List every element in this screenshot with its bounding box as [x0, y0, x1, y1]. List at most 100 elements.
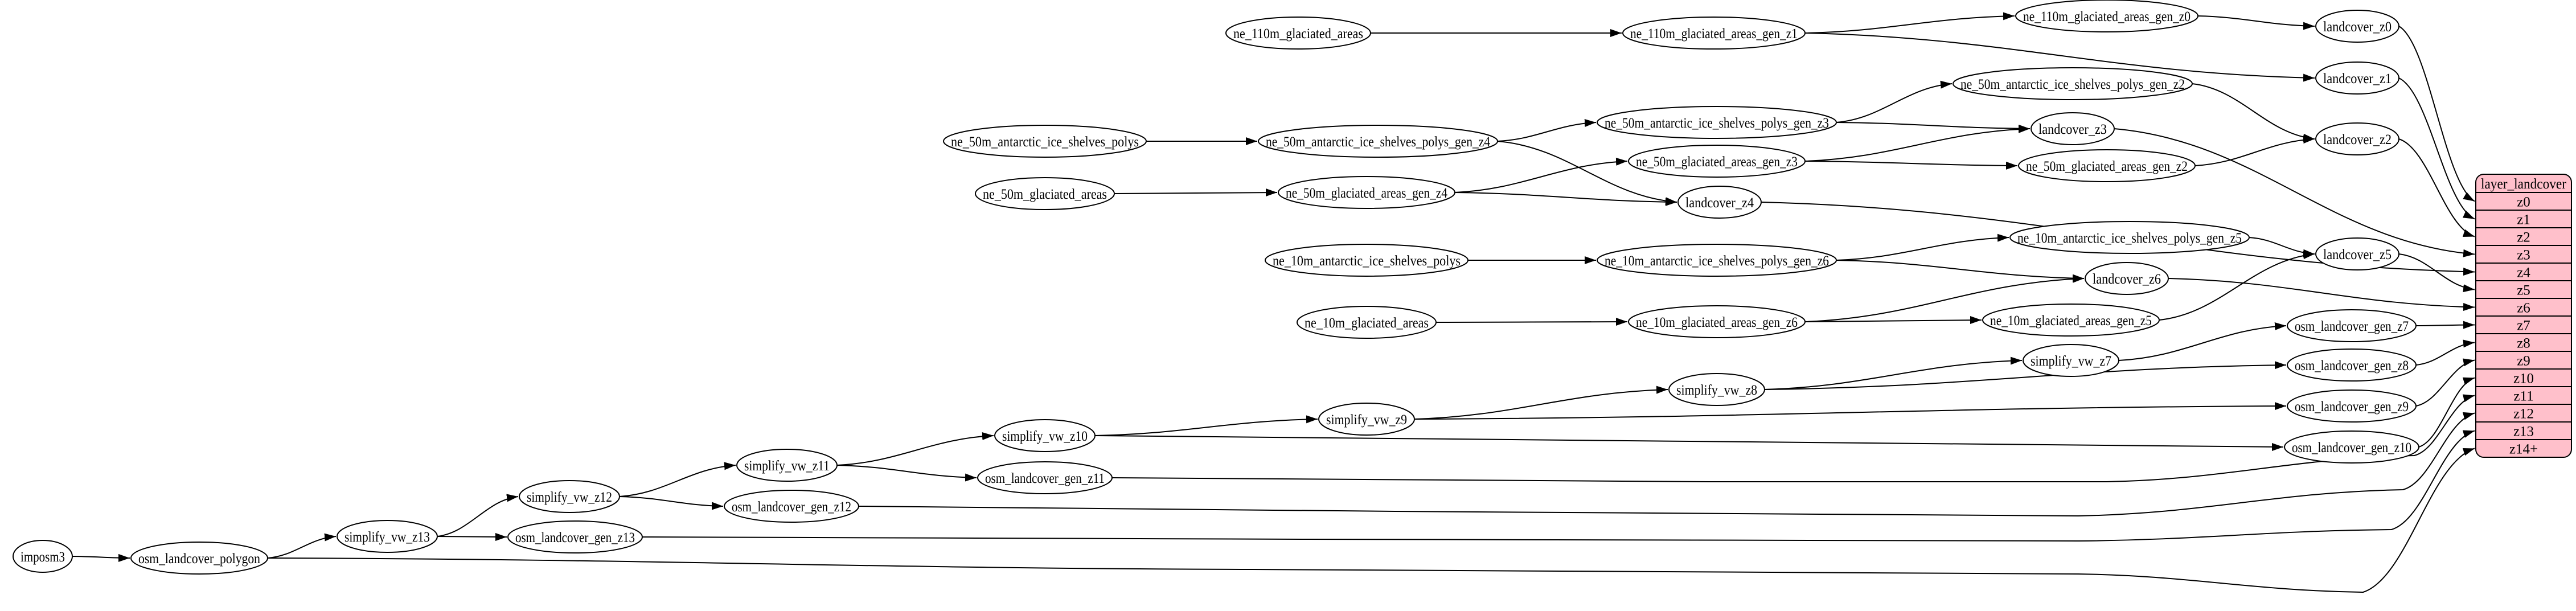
node-ellipse	[975, 177, 1115, 210]
edge-path	[1497, 141, 1677, 206]
node-osm_landcover_gen_z11: osm_landcover_gen_z11	[977, 461, 1113, 494]
node-ne_50m_antarctic_ice_shelves_polys: ne_50m_antarctic_ice_shelves_polys	[943, 125, 1147, 158]
node-landcover_z1: landcover_z1	[2315, 61, 2399, 95]
edge-ne_10m_glaciated_areas_gen_z5-to-landcover_z5	[2159, 251, 2315, 321]
edge-ne_50m_antarctic_ice_shelves_polys_gen_z3-to-ne_50m_antarctic_ice_shelves_polys_gen_z2	[1836, 80, 1952, 123]
edge-landcover_z2-to-table:z2	[2398, 138, 2475, 237]
table-row-z9: z9	[2517, 354, 2530, 369]
node-ellipse	[1278, 176, 1455, 209]
node-label: ne_110m_glaciated_areas	[1233, 26, 1363, 42]
edge-osm_landcover_gen_z12-to-table:z12	[858, 412, 2475, 517]
node-ellipse	[507, 520, 643, 553]
node-label: ne_10m_antarctic_ice_shelves_polys_gen_z…	[1605, 253, 1829, 269]
table-row-z1: z1	[2517, 212, 2530, 228]
edge-ne_10m_glaciated_areas_gen_z6-to-ne_10m_glaciated_areas_gen_z5	[1804, 316, 1982, 325]
node-osm_landcover_polygon: osm_landcover_polygon	[130, 542, 268, 575]
node-label: osm_landcover_polygon	[138, 551, 260, 567]
node-simplify_vw_z9: simplify_vw_z9	[1318, 403, 1415, 436]
node-ne_50m_antarctic_ice_shelves_polys_gen_z4: ne_50m_antarctic_ice_shelves_polys_gen_z…	[1258, 125, 1498, 158]
edge-path	[619, 462, 736, 497]
edge-simplify_vw_z10-to-osm_landcover_gen_z10	[1094, 435, 2284, 451]
node-landcover_z0: landcover_z0	[2315, 10, 2399, 43]
node-simplify_vw_z10: simplify_vw_z10	[994, 419, 1096, 452]
node-label: osm_landcover_gen_z10	[2292, 440, 2411, 456]
table-row-z7: z7	[2517, 318, 2530, 334]
node-ellipse	[736, 449, 838, 482]
edge-path	[437, 532, 507, 541]
table-row-z0: z0	[2517, 195, 2530, 210]
edge-path	[2398, 138, 2475, 237]
edge-path	[2118, 322, 2287, 361]
node-ellipse	[2287, 348, 2417, 382]
edge-imposm3-to-osm_landcover_polygon	[72, 553, 130, 562]
edge-simplify_vw_z12-to-osm_landcover_gen_z12	[619, 496, 724, 510]
node-ellipse	[977, 461, 1113, 494]
node-ne_10m_antarctic_ice_shelves_polys_gen_z5: ne_10m_antarctic_ice_shelves_polys_gen_z…	[2009, 221, 2250, 254]
node-ellipse	[519, 480, 620, 513]
edge-osm_landcover_polygon-to-simplify_vw_z13	[267, 533, 337, 559]
edge-path	[1836, 80, 1952, 123]
node-ne_10m_glaciated_areas_gen_z6: ne_10m_glaciated_areas_gen_z6	[1628, 305, 1806, 338]
edge-path	[858, 412, 2475, 517]
node-ne_50m_glaciated_areas: ne_50m_glaciated_areas	[975, 177, 1115, 210]
node-label: ne_50m_glaciated_areas_gen_z2	[2026, 159, 2188, 174]
edge-osm_landcover_gen_z10-to-table:z10	[2418, 377, 2475, 448]
node-ne_110m_glaciated_areas: ne_110m_glaciated_areas	[1225, 17, 1371, 50]
edge-path	[2192, 83, 2315, 142]
node-label: osm_landcover_gen_z13	[515, 530, 635, 546]
edge-path	[2249, 237, 2315, 257]
table-layer: layer_landcoverz0z1z2z3z4z5z6z7z8z9z10z1…	[2475, 174, 2572, 458]
node-ellipse	[2023, 344, 2119, 377]
edge-landcover_z6-to-table:z6	[2168, 278, 2475, 311]
node-label: landcover_z0	[2323, 19, 2392, 35]
edge-path	[72, 553, 130, 562]
edge-ne_50m_glaciated_areas_gen_z3-to-ne_50m_glaciated_areas_gen_z2	[1804, 161, 2018, 170]
edge-path	[1114, 188, 1278, 197]
node-ne_50m_antarctic_ice_shelves_polys_gen_z2: ne_50m_antarctic_ice_shelves_polys_gen_z…	[1952, 67, 2193, 100]
node-label: landcover_z5	[2323, 247, 2392, 263]
edge-path	[1497, 118, 1597, 142]
edge-path	[2418, 377, 2475, 448]
node-ellipse	[1952, 67, 2193, 100]
node-ellipse	[130, 542, 268, 575]
node-label: osm_landcover_gen_z7	[2295, 319, 2409, 334]
node-ellipse	[943, 125, 1147, 158]
node-label: ne_50m_antarctic_ice_shelves_polys_gen_z…	[1266, 134, 1490, 150]
node-ne_10m_glaciated_areas_gen_z5: ne_10m_glaciated_areas_gen_z5	[1982, 304, 2160, 337]
edge-path	[1414, 402, 2287, 420]
node-simplify_vw_z11: simplify_vw_z11	[736, 449, 838, 482]
edge-ne_10m_glaciated_areas_gen_z6-to-landcover_z6	[1804, 274, 2085, 322]
edge-osm_landcover_gen_z11-to-table:z11	[1111, 394, 2475, 483]
edge-path	[1094, 435, 2284, 451]
node-landcover_z5: landcover_z5	[2315, 237, 2399, 270]
node-ne_50m_antarctic_ice_shelves_polys_gen_z3: ne_50m_antarctic_ice_shelves_polys_gen_z…	[1597, 106, 1837, 139]
node-ellipse	[1597, 244, 1837, 277]
edge-path	[267, 533, 337, 559]
node-ellipse	[2009, 221, 2250, 254]
node-ne_50m_glaciated_areas_gen_z2: ne_50m_glaciated_areas_gen_z2	[2018, 149, 2196, 182]
edge-path	[1804, 274, 2085, 322]
node-label: osm_landcover_gen_z8	[2295, 358, 2409, 374]
edge-path	[1804, 125, 2031, 162]
edge-path	[1836, 233, 2009, 261]
node-label: simplify_vw_z12	[527, 490, 612, 505]
edge-ne_10m_antarctic_ice_shelves_polys_gen_z5-to-landcover_z5	[2249, 237, 2315, 257]
node-label: ne_110m_glaciated_areas_gen_z0	[2023, 9, 2191, 24]
node-label: simplify_vw_z11	[744, 458, 830, 474]
node-ellipse	[2315, 122, 2399, 155]
edge-simplify_vw_z7-to-osm_landcover_gen_z7	[2118, 322, 2287, 361]
edge-path	[267, 448, 2475, 593]
node-ellipse	[994, 419, 1096, 452]
node-landcover_z4: landcover_z4	[1677, 186, 1762, 219]
node-osm_landcover_gen_z8: osm_landcover_gen_z8	[2287, 348, 2417, 382]
table-header: layer_landcover	[2481, 177, 2567, 192]
edge-ne_50m_antarctic_ice_shelves_polys_gen_z3-to-landcover_z3	[1836, 122, 2031, 133]
edge-osm_landcover_polygon-to-table:z14+	[267, 448, 2475, 593]
node-label: imposm3	[20, 550, 65, 565]
table-row-z13: z13	[2513, 424, 2534, 440]
edge-path	[836, 465, 977, 482]
node-simplify_vw_z8: simplify_vw_z8	[1668, 373, 1765, 406]
table-layer_landcover: layer_landcoverz0z1z2z3z4z5z6z7z8z9z10z1…	[2475, 174, 2572, 458]
edge-ne_50m_antarctic_ice_shelves_polys_gen_z4-to-ne_50m_antarctic_ice_shelves_polys_gen_z3	[1497, 118, 1597, 142]
edge-path	[2398, 253, 2475, 293]
